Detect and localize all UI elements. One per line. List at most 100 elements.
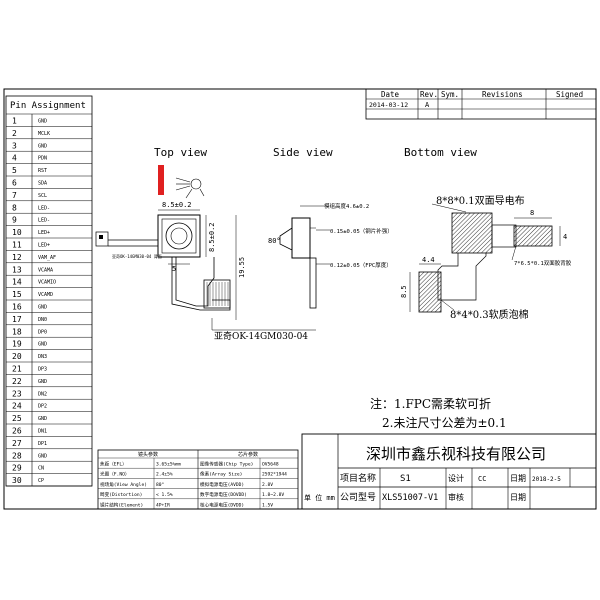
top-dim-length: 19.55 <box>238 257 246 278</box>
spec-cell: 数字电源电压(DOVDD) <box>200 491 247 498</box>
spec-table: 镜头参数 芯片参数 焦距（EFL） 3.65±5%mm 图像传感器(Chip Typ… <box>97 449 299 510</box>
item-name-value: S1 <box>400 474 411 484</box>
pin-number: 22 <box>12 377 22 386</box>
pin-number: 8 <box>12 203 17 212</box>
stamp-mark <box>158 165 164 195</box>
date-value: 2018-2-5 <box>532 476 561 483</box>
pin-name: DN0 <box>38 317 47 323</box>
pin-number: 2 <box>12 129 17 138</box>
pin-number: 30 <box>12 476 22 485</box>
pin-name: DP0 <box>38 329 47 335</box>
pin-name: LED+ <box>38 230 50 236</box>
pin-number: 14 <box>12 278 22 287</box>
company-name: 深圳市鑫乐视科技有限公司 <box>366 445 546 463</box>
pin-number: 18 <box>12 327 22 336</box>
adhesive-tape-label: 7*6.5*0.1双面胶背胶 <box>514 259 572 267</box>
pin-number: 23 <box>12 389 22 398</box>
spec-cell: 2.8V <box>262 482 273 488</box>
rev-header-date: Date <box>381 90 400 99</box>
sheet-border <box>3 88 597 510</box>
spec-cell: 镜片结构(Element) <box>100 501 143 508</box>
bottom-dim-85: 8.5 <box>400 285 408 298</box>
pin-name: LED- <box>38 205 50 211</box>
pin-number: 29 <box>12 464 22 473</box>
spec-cell: 3.65±5%mm <box>156 462 181 468</box>
pin-name: PDN <box>38 156 47 162</box>
pin-name: DN2 <box>38 391 47 397</box>
pin-number: 6 <box>12 179 17 188</box>
pin-name: MCLK <box>38 131 50 137</box>
pin-number: 19 <box>12 340 22 349</box>
pin-name: VCAMA <box>38 267 53 273</box>
pin-name: GND <box>38 143 47 149</box>
part-number-label: 亚奇OK-14GM030-04 <box>214 330 308 342</box>
pin-name: GND <box>38 453 47 459</box>
pin-name: RST <box>38 168 47 174</box>
spec-cell: 模拟电源电压(AVDD) <box>200 481 244 488</box>
pin-name: GND <box>38 416 47 422</box>
pin-number: 20 <box>12 352 22 361</box>
pin-name: GND <box>38 342 47 348</box>
bottom-dim-44: 4.4 <box>422 256 435 264</box>
pin-number: 21 <box>12 365 22 374</box>
spec-cell: 2.4±5% <box>156 472 173 478</box>
conductive-cloth-label: 8*8*0.1双面导电布 <box>436 194 525 207</box>
title-block: 深圳市鑫乐视科技有限公司 项目名称 S1 设计 CC 日期 2018-2-5 单… <box>301 433 597 510</box>
spec-cell: 视场角(View Angle) <box>100 481 147 488</box>
adhesive-tape-pad <box>513 225 553 247</box>
pin-number: 13 <box>12 265 22 274</box>
pin-number: 9 <box>12 216 17 225</box>
spec-cell: 4P+IR <box>156 502 170 508</box>
pin-number: 15 <box>12 290 22 299</box>
spec-cell: 1.5V <box>262 502 273 508</box>
model-label: 公司型号 <box>340 492 376 503</box>
pin-name: DP3 <box>38 367 47 373</box>
bottom-dim-8: 8 <box>530 209 534 217</box>
pin-name: CN <box>38 466 44 472</box>
foam-label: 8*4*0.3软质泡棉 <box>450 308 529 321</box>
spec-cell: 80° <box>156 482 165 488</box>
pin-name: DN3 <box>38 354 47 360</box>
side-view-drawing: 80° 模组高度4.6±0.2 0.15±0.05（钢片补强） 0.12±0.0… <box>268 202 393 309</box>
spec-cell: 图像传感器(Chip Type) <box>200 461 253 468</box>
figure-icon <box>175 177 205 199</box>
pin-name: DP1 <box>38 441 47 447</box>
pin-name: LED- <box>38 218 50 224</box>
date-label: 日期 <box>510 474 526 483</box>
tiny-part-label: 亚奇OK-14GM030-04 背面 <box>112 253 162 259</box>
item-name-label: 项目名称 <box>340 472 376 484</box>
review-label: 审核 <box>448 492 464 502</box>
pin-name: SDA <box>38 181 47 187</box>
pin-table-title: Pin Assignment <box>10 101 86 111</box>
pin-number: 10 <box>12 228 22 237</box>
pin-number: 17 <box>12 315 22 324</box>
spec-cell: OV5648 <box>262 462 279 468</box>
spec-cell: 焦距（EFL） <box>100 461 127 468</box>
pin-number: 1 <box>12 117 17 126</box>
side-view-title: Side view <box>273 146 333 159</box>
pin-name: DP2 <box>38 404 47 410</box>
pin-name: GND <box>38 379 47 385</box>
side-note-fpc: 0.12±0.05（FPC厚度） <box>330 261 392 269</box>
pin-number: 26 <box>12 427 22 436</box>
spec-cell: 1.8~2.8V <box>262 492 284 498</box>
pin-name: VCAMIO <box>38 280 56 286</box>
pin-name: VAM_AF <box>38 255 56 261</box>
top-dim-height: 8.5±0.2 <box>208 222 216 252</box>
design-label: 设计 <box>448 473 464 483</box>
spec-left-header: 镜头参数 <box>138 451 158 458</box>
side-note-height: 模组高度4.6±0.2 <box>324 202 369 210</box>
pin-name: SCL <box>38 193 47 199</box>
unit-label: 单 位 mm <box>304 493 335 502</box>
design-value: CC <box>478 475 486 483</box>
spec-cell: < 1.5% <box>156 492 173 498</box>
pin-number: 24 <box>12 402 22 411</box>
pin-name: DN1 <box>38 429 47 435</box>
spec-cell: 像素(Array Size) <box>200 471 242 478</box>
model-value: XLS51007-V1 <box>382 493 438 503</box>
rev-header-signed: Signed <box>556 90 583 99</box>
spec-right-header: 芯片参数 <box>238 451 258 458</box>
conductive-cloth-pad <box>451 212 493 254</box>
foam-pad <box>418 271 442 313</box>
